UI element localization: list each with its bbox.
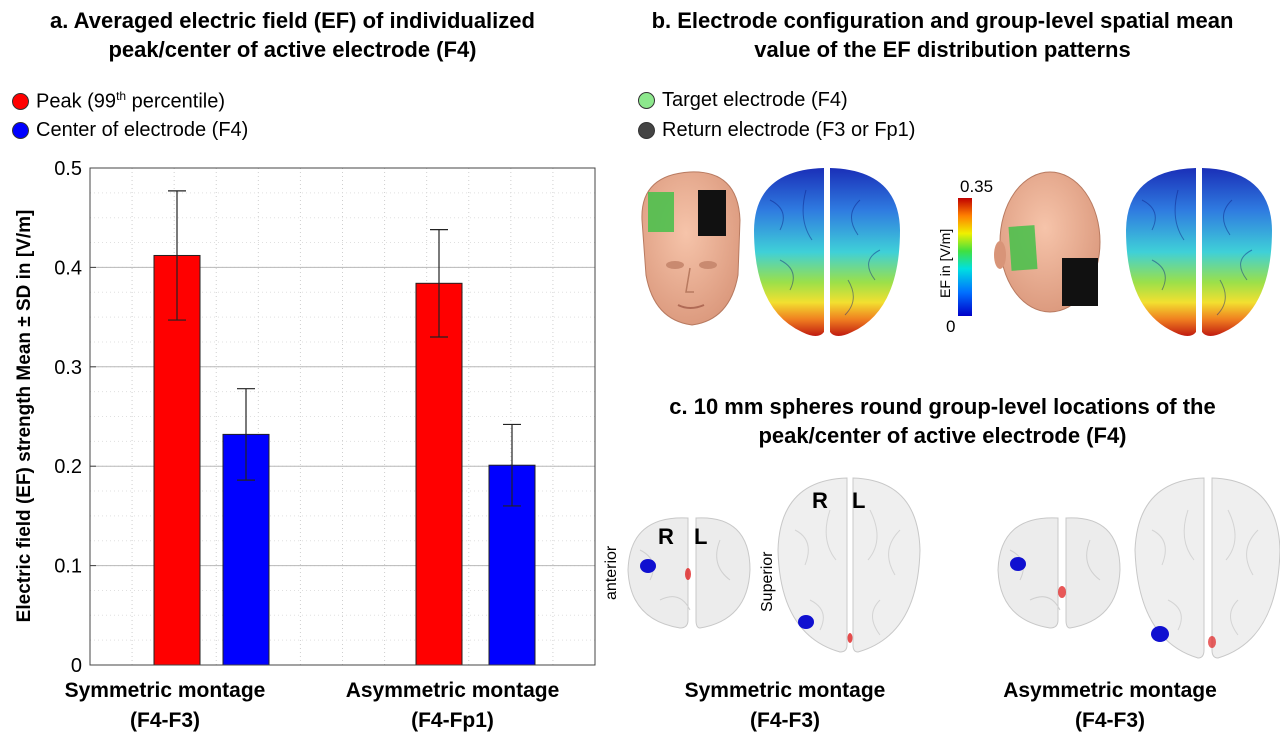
y-tick-label: 0.3 — [54, 357, 82, 379]
glass-brain-anterior-asymmetric — [997, 517, 1121, 629]
x-category-symmetric-line1: Symmetric montage — [64, 679, 266, 702]
panel-a-title-line1: a. Averaged electric field (EF) of indiv… — [50, 8, 535, 33]
panel-b-illustrations: 0.35 0 EF in [V/m] — [641, 168, 1272, 336]
label-r-2: R — [812, 488, 828, 513]
x-category-asymmetric-line1: Asymmetric montage — [345, 679, 560, 702]
y-tick-label: 0.1 — [54, 556, 82, 578]
panel-c-category-asymmetric-line2: (F4-F3) — [1075, 709, 1145, 732]
brain-ef-map-symmetric — [754, 168, 900, 336]
label-anterior: anterior — [603, 545, 620, 600]
head-model-top — [994, 171, 1101, 313]
glass-brain-anterior-symmetric: R L anterior — [603, 517, 751, 629]
label-superior: Superior — [759, 551, 776, 612]
panel-c-title: c. 10 mm spheres round group-level locat… — [610, 392, 1275, 450]
return-electrode-patch — [698, 190, 726, 236]
panel-b-title-line2: value of the EF distribution patterns — [754, 37, 1131, 62]
colorbar-label: EF in [V/m] — [937, 229, 953, 298]
legend-swatch-return-electrode — [638, 122, 655, 139]
panel-c-category-symmetric-line1: Symmetric montage — [684, 679, 886, 702]
bar-chart: 0 0.1 0.2 0.3 0.4 0.5 — [54, 158, 596, 677]
panel-c-category-symmetric-line2: (F4-F3) — [750, 709, 820, 732]
legend-swatch-target-electrode — [638, 92, 655, 109]
label-l-2: L — [852, 488, 865, 513]
head-model-front — [641, 171, 741, 326]
brain-ef-map-asymmetric — [1126, 168, 1272, 336]
panel-c-title-line2: peak/center of active electrode (F4) — [758, 423, 1127, 448]
panel-a-title: a. Averaged electric field (EF) of indiv… — [10, 6, 575, 64]
panel-b-title-line1: b. Electrode configuration and group-lev… — [651, 8, 1234, 33]
panel-b-title: b. Electrode configuration and group-lev… — [610, 6, 1275, 64]
label-r-1: R — [658, 524, 674, 549]
legend-item-center: Center of electrode (F4) — [12, 119, 248, 142]
target-electrode-patch-top — [1008, 225, 1038, 271]
y-tick-label: 0.2 — [54, 456, 82, 478]
legend-item-target-electrode: Target electrode (F4) — [638, 89, 848, 112]
colorbar-min-label: 0 — [946, 317, 955, 336]
legend-label-target-electrode: Target electrode (F4) — [662, 89, 848, 111]
glass-brain-superior-asymmetric — [1134, 477, 1280, 659]
panel-c-category-asymmetric-line1: Asymmetric montage — [1003, 679, 1217, 702]
return-electrode-patch-top — [1062, 258, 1098, 306]
chart-bars — [153, 190, 536, 666]
x-category-asymmetric: Asymmetric montage (F4-Fp1) — [315, 676, 590, 736]
colorbar: 0.35 0 EF in [V/m] — [937, 177, 993, 336]
label-l-1: L — [694, 524, 707, 549]
chart-y-ticks: 0 0.1 0.2 0.3 0.4 0.5 — [54, 158, 96, 677]
legend-swatch-center — [12, 122, 29, 139]
y-tick-label: 0 — [71, 655, 82, 677]
panel-a-title-line2: peak/center of active electrode (F4) — [108, 37, 477, 62]
panel-c-illustrations: R L anterior R L Superior — [603, 477, 1280, 659]
bar-0-0 — [153, 254, 201, 666]
legend-label-peak: Peak (99th percentile) — [36, 89, 226, 113]
plot-frame — [89, 167, 596, 666]
panel-c-category-asymmetric: Asymmetric montage (F4-F3) — [975, 676, 1245, 736]
legend-item-peak: Peak (99th percentile) — [12, 89, 225, 114]
glass-brain-superior-symmetric: R L Superior — [759, 477, 921, 653]
panel-c-title-line1: c. 10 mm spheres round group-level locat… — [669, 394, 1216, 419]
legend-swatch-peak — [12, 92, 29, 110]
legend-label-return-electrode: Return electrode (F3 or Fp1) — [662, 119, 916, 141]
panel-c-category-symmetric: Symmetric montage (F4-F3) — [655, 676, 915, 736]
target-electrode-patch — [648, 192, 674, 232]
legend-label-center: Center of electrode (F4) — [36, 119, 249, 141]
x-category-symmetric: Symmetric montage (F4-F3) — [40, 676, 290, 736]
y-tick-label: 0.5 — [54, 158, 82, 180]
colorbar-max-label: 0.35 — [960, 177, 993, 196]
y-tick-label: 0.4 — [54, 257, 82, 279]
x-category-symmetric-line2: (F4-F3) — [130, 709, 200, 732]
bar-0-1 — [415, 282, 463, 666]
legend-item-return-electrode: Return electrode (F3 or Fp1) — [638, 119, 915, 142]
x-category-asymmetric-line2: (F4-Fp1) — [411, 709, 494, 732]
